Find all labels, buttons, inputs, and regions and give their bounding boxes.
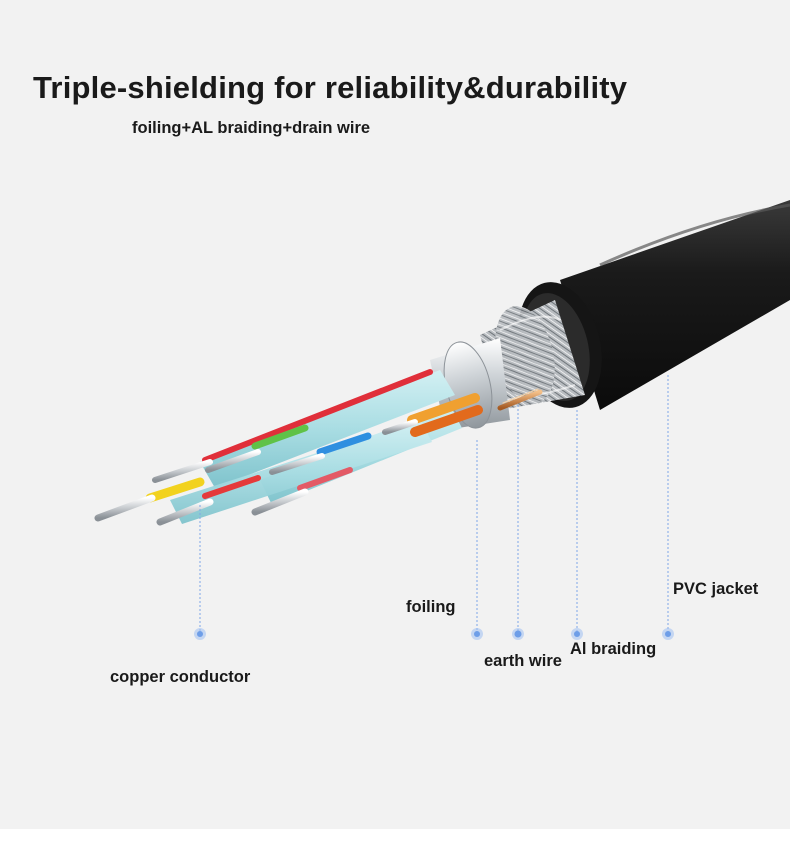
page-subtitle: foiling+AL braiding+drain wire [132, 119, 371, 137]
callout-dots [194, 628, 674, 640]
al-braiding-label: Al braiding [570, 640, 657, 658]
footer-band [0, 829, 790, 841]
foiling-label: foiling [406, 598, 456, 616]
earth-wire [497, 388, 543, 411]
callout-lines [199, 375, 669, 632]
colored-wires [145, 369, 483, 503]
al-braiding [480, 300, 585, 410]
page-title: Triple-shielding for reliability&durabil… [33, 70, 628, 105]
inner-pairs [170, 370, 462, 524]
earth-wire-label: earth wire [484, 652, 562, 670]
copper-conductor-label: copper conductor [110, 668, 251, 686]
pvc-jacket-label: PVC jacket [673, 580, 759, 598]
copper-conductor-tips [94, 419, 418, 526]
